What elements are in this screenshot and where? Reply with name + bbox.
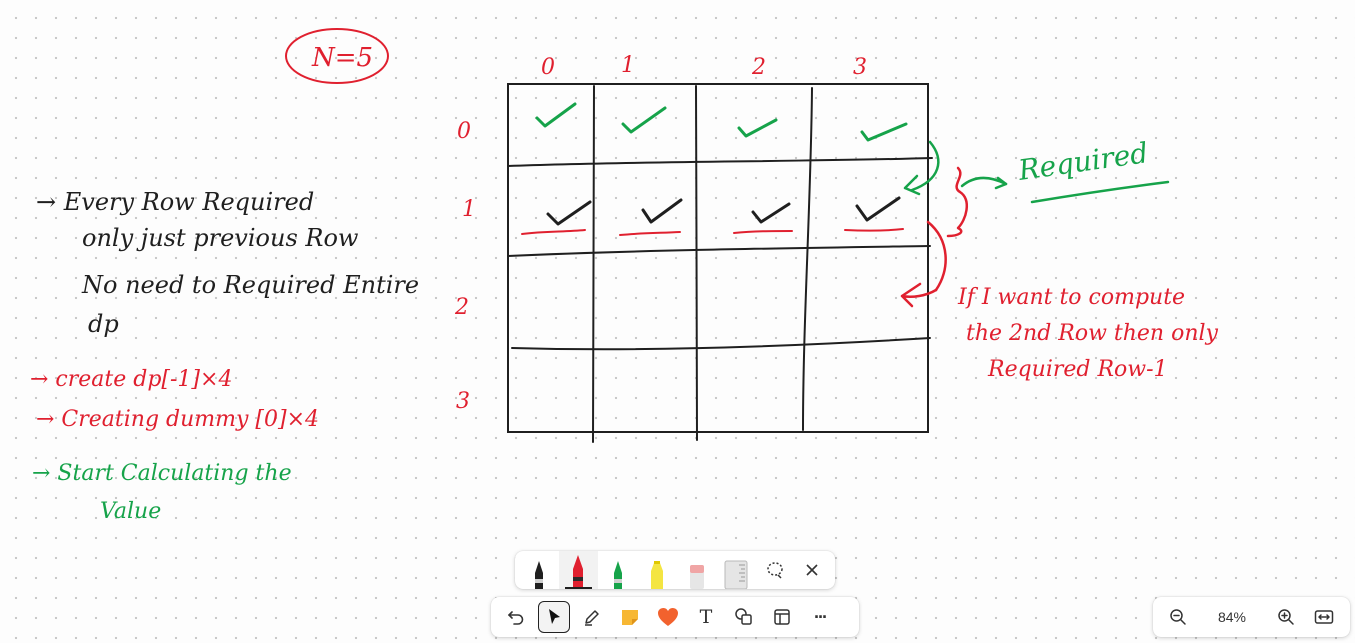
check-mark	[737, 118, 778, 138]
note-line: the 2nd Row then only	[966, 321, 1219, 346]
text-tool-button[interactable]: T	[687, 600, 725, 634]
sticky-note-button[interactable]	[611, 600, 649, 634]
yellow-highlighter[interactable]	[638, 551, 678, 589]
close-pen-tray-button[interactable]	[794, 553, 832, 587]
undo-icon	[507, 611, 524, 625]
dp-grid	[507, 83, 933, 443]
pen-tool-button[interactable]	[573, 600, 611, 634]
shapes-button[interactable]	[725, 600, 763, 634]
text-icon: T	[699, 606, 713, 628]
close-icon	[806, 564, 818, 576]
check-mark	[641, 198, 683, 224]
main-toolbar: T ···	[491, 597, 859, 637]
check-mark	[535, 102, 577, 128]
row-label-1: 1	[462, 197, 476, 222]
pen-icon	[573, 555, 584, 589]
n-circle	[285, 28, 389, 84]
eraser[interactable]	[677, 551, 717, 589]
note-line: only just previous Row	[82, 224, 359, 252]
pen-icon	[613, 561, 622, 589]
zoom-in-icon	[1278, 609, 1294, 625]
row-1-checks	[546, 196, 901, 226]
pen-icon	[534, 561, 543, 589]
check-mark	[855, 196, 901, 222]
check-mark	[751, 202, 791, 224]
notes-green: → Start Calculating the Value	[32, 461, 292, 524]
note-line: Required Row-1	[987, 357, 1168, 382]
red-pen[interactable]	[558, 551, 598, 589]
row-1-underlines	[521, 228, 904, 236]
note-line: No need to Required Entire	[81, 271, 419, 299]
undo-button[interactable]	[497, 600, 535, 634]
column-label-1: 1	[621, 53, 635, 78]
select-icon	[549, 609, 560, 624]
more-icon: ···	[814, 606, 828, 627]
n-label: N=5	[311, 43, 373, 73]
shapes-icon	[735, 608, 752, 625]
note-line: If I want to compute	[957, 285, 1185, 310]
sticky-note-icon	[622, 610, 638, 625]
fit-width-button[interactable]	[1305, 600, 1343, 634]
zoom-out-icon	[1170, 609, 1186, 625]
notes-red: → create dp[-1]×4 → Creating dummy [0]×4	[30, 367, 319, 432]
zoom-in-button[interactable]	[1267, 600, 1305, 634]
note-line: → Every Row Required	[36, 188, 314, 216]
row-label-0: 0	[457, 119, 471, 144]
column-label-2: 2	[751, 55, 766, 80]
zoom-level[interactable]: 84%	[1217, 609, 1247, 625]
pen-tray	[515, 551, 835, 589]
lasso-button[interactable]	[756, 553, 794, 587]
note-line: → Creating dummy [0]×4	[36, 407, 319, 432]
note-line: → Start Calculating the	[32, 461, 292, 486]
row-label-3: 3	[456, 389, 470, 414]
more-button[interactable]: ···	[801, 600, 839, 634]
row-0-checks	[535, 102, 908, 142]
ruler[interactable]	[717, 551, 757, 589]
zoom-controls: 84%	[1153, 597, 1350, 637]
notes-right: If I want to compute the 2nd Row then on…	[957, 285, 1219, 382]
column-label-0: 0	[541, 55, 555, 80]
fit-width-icon	[1314, 610, 1334, 624]
required-arrow	[903, 140, 1170, 204]
required-label: Required	[1015, 136, 1150, 187]
reaction-button[interactable]	[649, 600, 687, 634]
column-label-3: 3	[853, 55, 867, 80]
note-line: Value	[100, 499, 161, 524]
check-mark	[546, 200, 592, 226]
select-tool-button[interactable]	[538, 601, 570, 633]
note-line: dp	[88, 310, 119, 338]
black-pen[interactable]	[519, 551, 559, 589]
frame-button[interactable]	[763, 600, 801, 634]
selected-indicator	[564, 587, 592, 589]
lasso-icon	[767, 562, 783, 579]
zoom-out-button[interactable]	[1159, 600, 1197, 634]
note-line: → create dp[-1]×4	[30, 367, 232, 392]
eraser-icon	[689, 565, 704, 589]
check-mark	[860, 122, 908, 142]
highlighter-icon	[651, 561, 664, 589]
heart-icon	[658, 608, 678, 626]
frame-icon	[774, 609, 790, 625]
notes-left: → Every Row Required only just previous …	[36, 188, 419, 338]
red-bracket-arrow	[900, 166, 968, 308]
check-mark	[621, 106, 667, 134]
ruler-icon	[724, 560, 748, 589]
pen-icon	[585, 610, 599, 626]
green-pen[interactable]	[598, 551, 638, 589]
row-label-2: 2	[454, 295, 469, 320]
